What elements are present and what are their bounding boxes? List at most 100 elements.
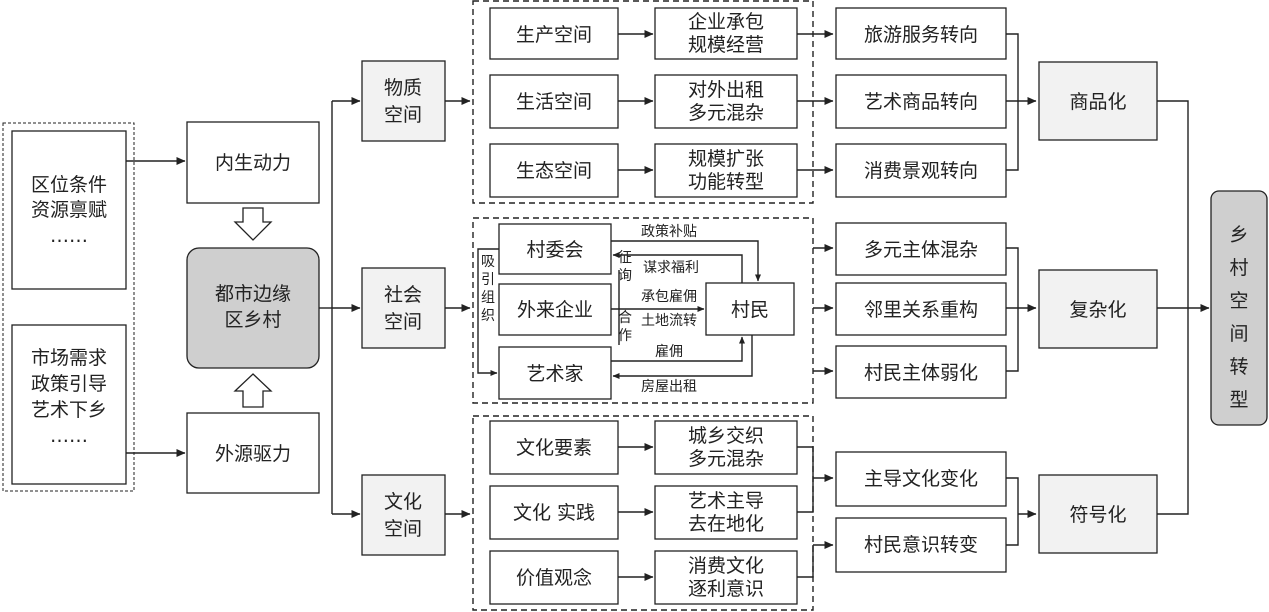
internal-factor-ellipsis: …… — [50, 225, 88, 247]
social-group: 村委会 外来企业 艺术家 村民 吸 引 组 织 政策补贴 谋求福利 承包雇佣 土… — [472, 217, 814, 404]
cultural-merge-connector — [1006, 477, 1037, 546]
internal-factor-1: 区位条件 — [31, 174, 107, 196]
hollow-down-arrow-icon — [233, 207, 273, 241]
source-factors-panel: 区位条件 资源禀赋 …… 市场需求 政策引导 艺术下乡 …… — [2, 122, 135, 492]
villager-label: 村民 — [731, 299, 769, 321]
consumer-culture-line-1: 消费文化 — [688, 555, 764, 577]
cultural-group: 文化要素 城乡交织 多元混杂 文化 实践 艺术主导 去在地化 价值观念 消费文化… — [472, 415, 814, 611]
production-mode-line-1: 企业承包 — [688, 11, 764, 33]
social-space-box — [361, 267, 446, 349]
external-driver-box — [186, 412, 320, 494]
ecological-mode-line-2: 功能转型 — [688, 171, 764, 193]
dominant-culture-label: 主导文化变化 — [864, 468, 978, 490]
consumer-culture-box — [654, 550, 798, 605]
neighborhood-box — [835, 282, 1007, 336]
source-panel-border — [2, 122, 135, 492]
art-led-line-1: 艺术主导 — [688, 490, 764, 512]
consumption-turn-box — [835, 143, 1007, 198]
cultural-element-box — [489, 420, 619, 475]
cultural-space-box — [361, 474, 446, 556]
material-group-border — [472, 0, 814, 204]
social-group-border — [472, 217, 814, 404]
commodification-label: 商品化 — [1069, 91, 1126, 113]
complexity-label: 复杂化 — [1069, 299, 1126, 321]
mid-label-char-1: 征 — [618, 250, 632, 266]
core-village-line-2: 区乡村 — [224, 309, 281, 331]
cultural-practice-box — [489, 485, 619, 540]
symbolization-box — [1038, 474, 1158, 554]
final-char-2: 村 — [1229, 257, 1248, 279]
ecological-mode-line-1: 规模扩张 — [688, 148, 764, 170]
living-mode-line-1: 对外出租 — [688, 79, 764, 101]
policy-subsidy-label: 政策补贴 — [641, 223, 697, 240]
seek-welfare-arrow — [612, 252, 743, 283]
villager-weakening-label: 村民主体弱化 — [864, 362, 978, 384]
internal-driver-label: 内生动力 — [215, 152, 291, 174]
cultural-output-connectors — [797, 446, 834, 578]
contract-hire-label: 承包雇佣 — [641, 288, 697, 305]
artist-box — [498, 346, 612, 400]
final-char-6: 型 — [1229, 389, 1248, 411]
villager-awareness-box — [835, 517, 1007, 573]
rural-space-transformation-box — [1210, 190, 1268, 426]
production-space-label: 生产空间 — [516, 24, 592, 46]
cultural-practice-label: 文化 实践 — [513, 502, 595, 524]
art-led-box — [654, 485, 798, 540]
values-label: 价值观念 — [516, 566, 592, 589]
land-transfer-label: 土地流转 — [641, 313, 697, 329]
urban-rural-mix-box — [654, 420, 798, 475]
final-char-5: 转 — [1229, 356, 1248, 378]
mixed-actors-label: 多元主体混杂 — [864, 239, 978, 261]
cultural-space-line-1: 文化 — [384, 491, 422, 513]
consumer-culture-line-2: 逐利意识 — [688, 578, 764, 600]
urban-rural-mix-line-1: 城乡交织 — [688, 425, 764, 447]
attract-organize-bracket — [477, 248, 499, 376]
villager-weakening-box — [835, 345, 1007, 399]
commodification-box — [1038, 61, 1158, 141]
hire-arrow — [611, 336, 745, 362]
mid-label-char-3: 合 — [618, 310, 632, 326]
consumption-turn-label: 消费景观转向 — [864, 160, 978, 182]
cultural-outcome-boxes: 主导文化变化 村民意识转变 — [835, 451, 1007, 573]
urban-rural-mix-line-2: 多元混杂 — [688, 448, 764, 470]
ecological-mode-box — [654, 143, 798, 198]
external-factor-1: 市场需求 — [31, 347, 107, 369]
cultural-space-line-2: 空间 — [384, 518, 422, 540]
result-boxes: 商品化 复杂化 符号化 — [1038, 61, 1158, 554]
space-boxes: 物质 空间 社会 空间 文化 空间 — [361, 60, 446, 556]
material-merge-connector — [1006, 33, 1037, 171]
village-committee-box — [498, 223, 612, 275]
production-mode-box — [654, 7, 798, 60]
core-village-box — [186, 247, 320, 369]
symbolization-label: 符号化 — [1069, 504, 1126, 526]
dominant-culture-box — [835, 451, 1007, 507]
material-turn-boxes: 旅游服务转向 艺术商品转向 消费景观转向 — [835, 7, 1007, 198]
mid-label-char-4: 作 — [618, 328, 632, 344]
house-rent-arrow — [612, 335, 753, 379]
final-char-1: 乡 — [1229, 224, 1248, 246]
social-space-line-2: 空间 — [384, 311, 422, 333]
ecological-space-box — [489, 143, 619, 198]
material-group: 生产空间 企业承包 规模经营 生活空间 对外出租 多元混杂 生态空间 规模扩张 … — [472, 0, 814, 204]
internal-driver-box — [186, 121, 320, 204]
external-enterprise-label: 外来企业 — [517, 299, 593, 321]
art-goods-turn-box — [835, 74, 1007, 129]
values-box — [489, 550, 619, 605]
results-merge-connector — [1157, 100, 1210, 515]
social-outcome-boxes: 多元主体混杂 邻里关系重构 村民主体弱化 — [835, 222, 1007, 399]
policy-subsidy-arrow — [611, 240, 761, 282]
production-space-box — [489, 7, 619, 60]
material-space-line-1: 物质 — [384, 77, 422, 99]
villager-box — [705, 282, 795, 336]
art-led-line-2: 去在地化 — [688, 513, 764, 535]
village-committee-label: 村委会 — [526, 239, 583, 261]
production-mode-line-2: 规模经营 — [688, 34, 764, 56]
ecological-space-label: 生态空间 — [516, 160, 592, 182]
living-space-box — [489, 74, 619, 129]
artist-label: 艺术家 — [526, 363, 583, 385]
living-mode-line-2: 多元混杂 — [688, 102, 764, 124]
core-to-spaces-connectors — [319, 97, 361, 518]
cultural-element-label: 文化要素 — [516, 437, 592, 459]
mixed-actors-box — [835, 222, 1007, 276]
tourism-turn-label: 旅游服务转向 — [864, 24, 978, 46]
